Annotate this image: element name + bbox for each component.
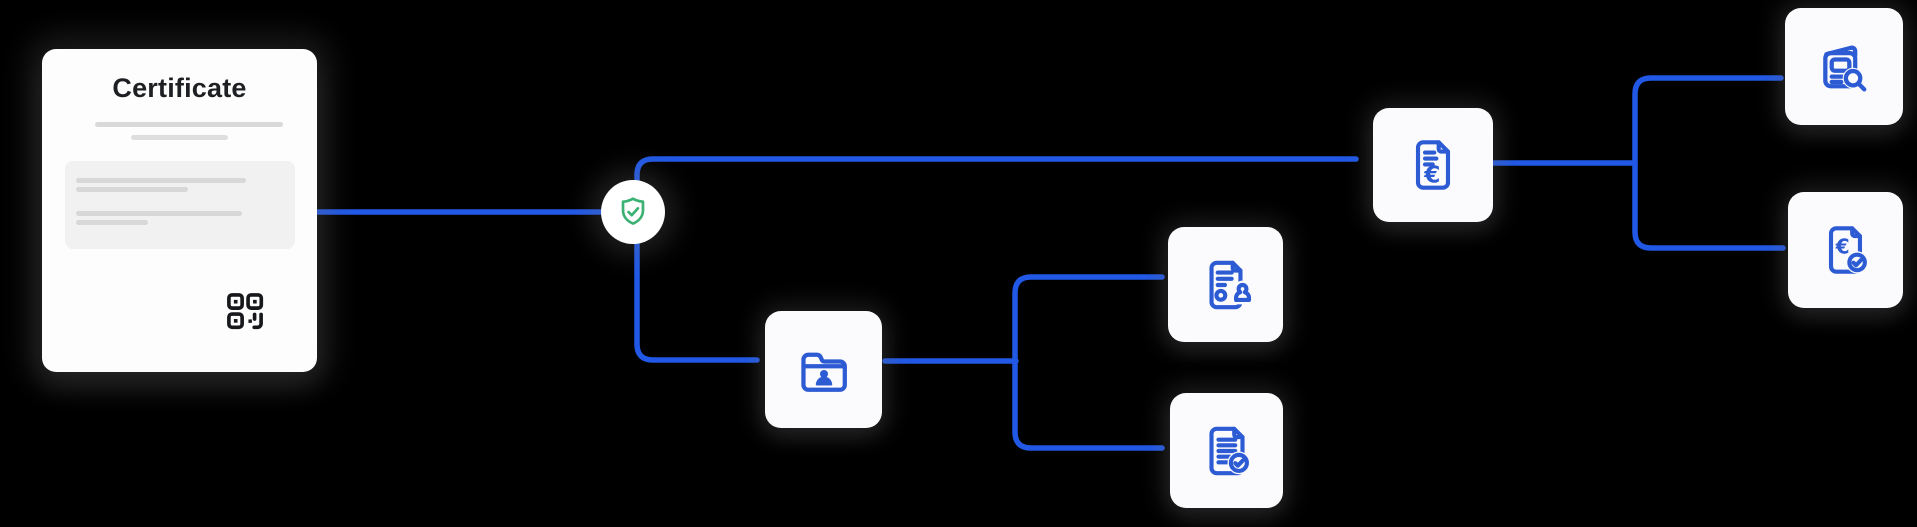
placeholder-line [76, 178, 246, 183]
certificate-title: Certificate [112, 73, 247, 103]
node-approved-document [1170, 393, 1283, 508]
certificate-card: Certificate [42, 49, 317, 372]
edge-invoice-branches [1632, 75, 1786, 251]
node-invoice-approved: € [1788, 192, 1903, 308]
edge-verification-folder [634, 238, 760, 363]
svg-text:€: € [1423, 162, 1440, 189]
edge-verification-invoice [634, 156, 1359, 188]
document-stamp-icon [1208, 260, 1253, 309]
node-archive-folder [765, 311, 882, 428]
invoice-euro-icon: € [1415, 140, 1451, 190]
node-verification [601, 180, 665, 244]
invoice-search-icon [1823, 45, 1867, 92]
qr-code-icon [227, 293, 264, 330]
edge-folder-branches [1012, 274, 1165, 451]
placeholder-line [76, 211, 242, 216]
folder-user-icon [800, 352, 847, 392]
document-check-icon [1208, 426, 1250, 475]
placeholder-line [95, 122, 283, 127]
placeholder-line [131, 135, 228, 140]
invoice-euro-check-icon: € [1828, 226, 1868, 274]
node-stamped-document [1168, 227, 1283, 342]
placeholder-line [76, 187, 188, 192]
placeholder-line [76, 220, 148, 225]
shield-check-icon [621, 197, 645, 225]
node-invoice: € [1373, 108, 1493, 222]
node-invoice-review [1785, 8, 1903, 125]
certificate-text-panel [65, 161, 295, 249]
svg-text:€: € [1834, 235, 1849, 259]
